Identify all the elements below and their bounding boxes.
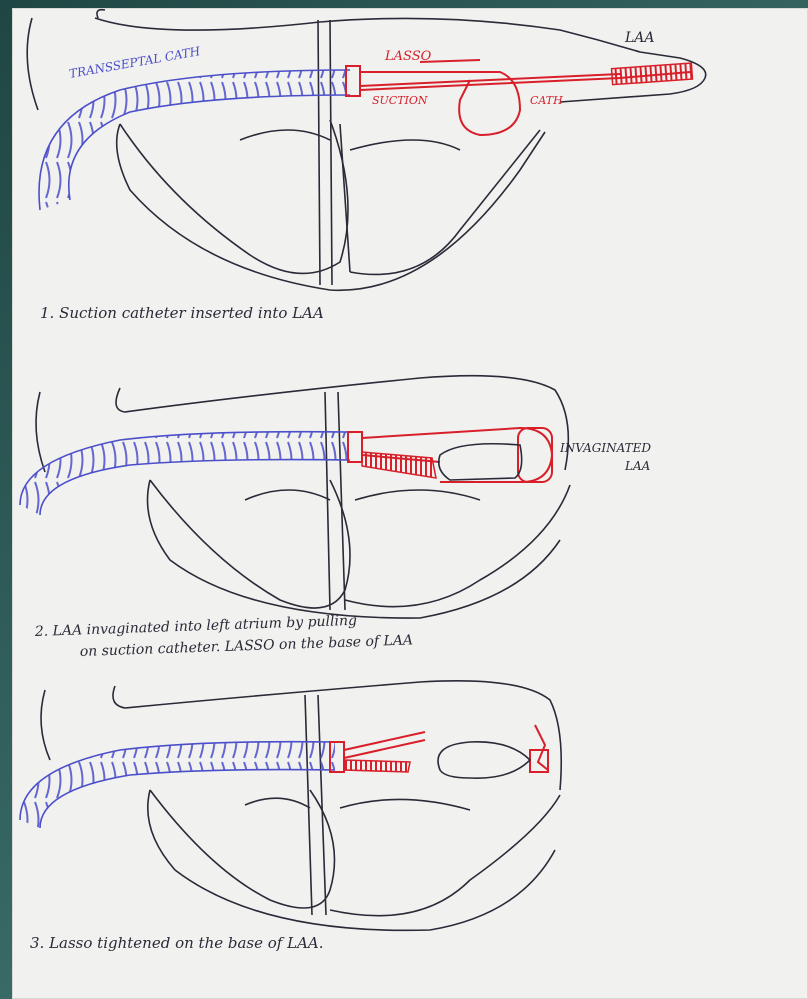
heart-outline-2	[36, 376, 570, 618]
panel-1: TRANSSEPTAL CATH LASSO SUCTION CATH LAA …	[27, 10, 706, 322]
label-laa-2: LAA	[624, 459, 651, 473]
laa-pouch-3	[438, 742, 530, 778]
panel-2: INVAGINATED LAA 2. LAA invaginated into …	[20, 376, 651, 660]
label-laa-1: LAA	[624, 30, 655, 46]
sheath-coils-2	[20, 432, 350, 515]
sheath-coils-3	[20, 742, 335, 828]
label-lasso: LASSO	[384, 49, 432, 64]
label-sheath: TRANSSEPTAL CATH	[68, 44, 202, 81]
suction-tip-1	[612, 63, 693, 85]
step-3-caption: 3. Lasso tightened on the base of LAA.	[30, 934, 324, 952]
step-1-caption: 1. Suction catheter inserted into LAA	[40, 304, 324, 322]
label-invaginated: INVAGINATED	[559, 441, 651, 455]
label-cath: CATH	[530, 94, 563, 107]
suction-tip-3	[344, 760, 410, 772]
invaginated-pouch	[439, 444, 522, 480]
panel-3: 3. Lasso tightened on the base of LAA.	[20, 681, 561, 952]
heart-outline-1	[27, 10, 706, 291]
label-suction: SUCTION	[372, 94, 428, 107]
heart-outline-3	[41, 681, 561, 931]
sheath-coils-1	[39, 70, 350, 210]
suction-tip-2	[362, 452, 436, 478]
